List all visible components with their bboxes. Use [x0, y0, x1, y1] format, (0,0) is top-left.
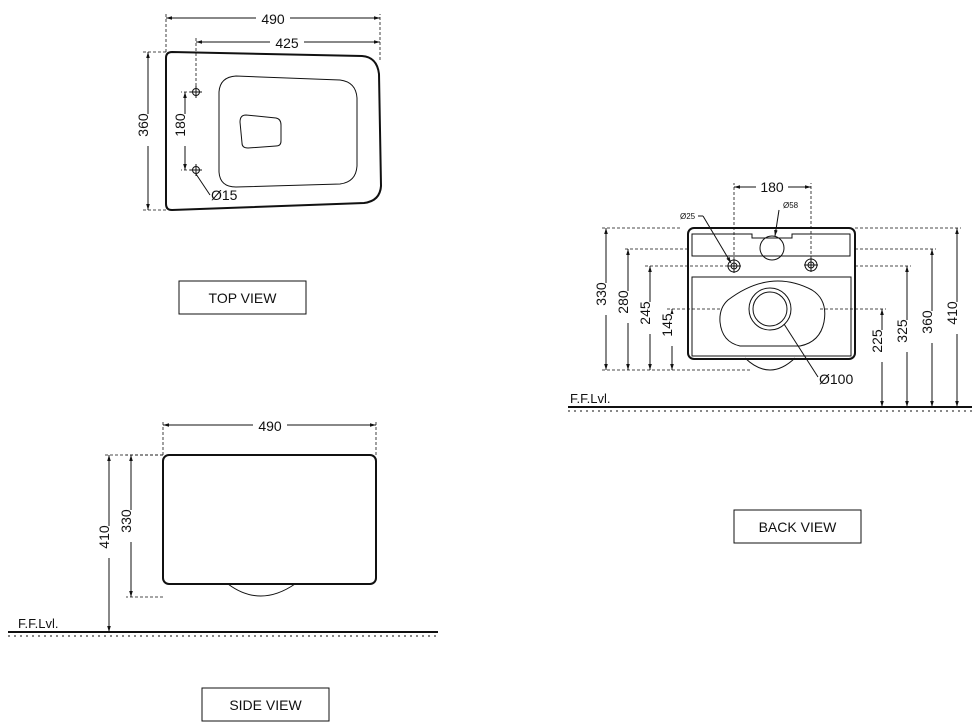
back-view-bowl [719, 280, 826, 347]
back-view-label-box [733, 509, 862, 544]
top-view-dim-hole-dia: Ø15 [211, 187, 238, 203]
back-view-dim-410: 410 [944, 301, 960, 325]
back-view-dim-180: 180 [760, 179, 784, 195]
back-view-dim-outlet: Ø100 [819, 371, 853, 387]
top-view-dim-490: 490 [261, 11, 285, 27]
back-view-dim-360: 360 [919, 310, 935, 334]
back-view-lower-recess [691, 276, 852, 357]
side-view-outlet [227, 583, 296, 597]
back-view-label: BACK VIEW [759, 519, 838, 535]
back-view-outlet-bump [744, 357, 796, 371]
back-view-floor-label: F.F.Lvl. [570, 391, 610, 406]
back-view-dim-145: 145 [659, 313, 675, 337]
side-view-label: SIDE VIEW [229, 697, 302, 713]
top-view-label: TOP VIEW [209, 290, 278, 306]
back-view-dim-small-hole: Ø25 [680, 212, 696, 221]
back-view-upper-recess [691, 233, 851, 257]
back-view-inlet [759, 235, 785, 261]
side-view-body [162, 454, 377, 585]
top-view-dim-180: 180 [172, 113, 188, 137]
back-view-dim-225: 225 [869, 329, 885, 353]
top-view-drain [239, 114, 282, 149]
back-view-dim-330: 330 [593, 282, 609, 306]
side-view-label-box [201, 687, 330, 722]
side-view: 490 410 330 F.F.Lvl. SIDE VIEW [8, 417, 438, 722]
back-view-dim-325: 325 [894, 319, 910, 343]
top-view: 490 425 360 180 Ø15 TOP VIEW [135, 10, 383, 315]
back-view-outlet-outer [748, 287, 792, 331]
top-view-bowl [218, 75, 358, 188]
back-view-outlet-inner [752, 291, 788, 327]
back-view-dim-245: 245 [637, 301, 653, 325]
back-view: 180 Ø25 Ø58 Ø100 330 280 245 145 [568, 179, 972, 544]
top-view-outline [165, 50, 383, 212]
side-view-dim-490: 490 [258, 418, 282, 434]
side-view-dim-330: 330 [118, 509, 134, 533]
back-view-body [687, 227, 856, 360]
top-view-label-box [178, 280, 307, 315]
top-view-dim-425: 425 [275, 35, 299, 51]
side-view-dim-410: 410 [96, 525, 112, 549]
side-view-floor-label: F.F.Lvl. [18, 616, 58, 631]
back-view-dim-280: 280 [615, 290, 631, 314]
back-view-dim-inlet: Ø58 [783, 201, 799, 210]
top-view-dim-360: 360 [135, 113, 151, 137]
